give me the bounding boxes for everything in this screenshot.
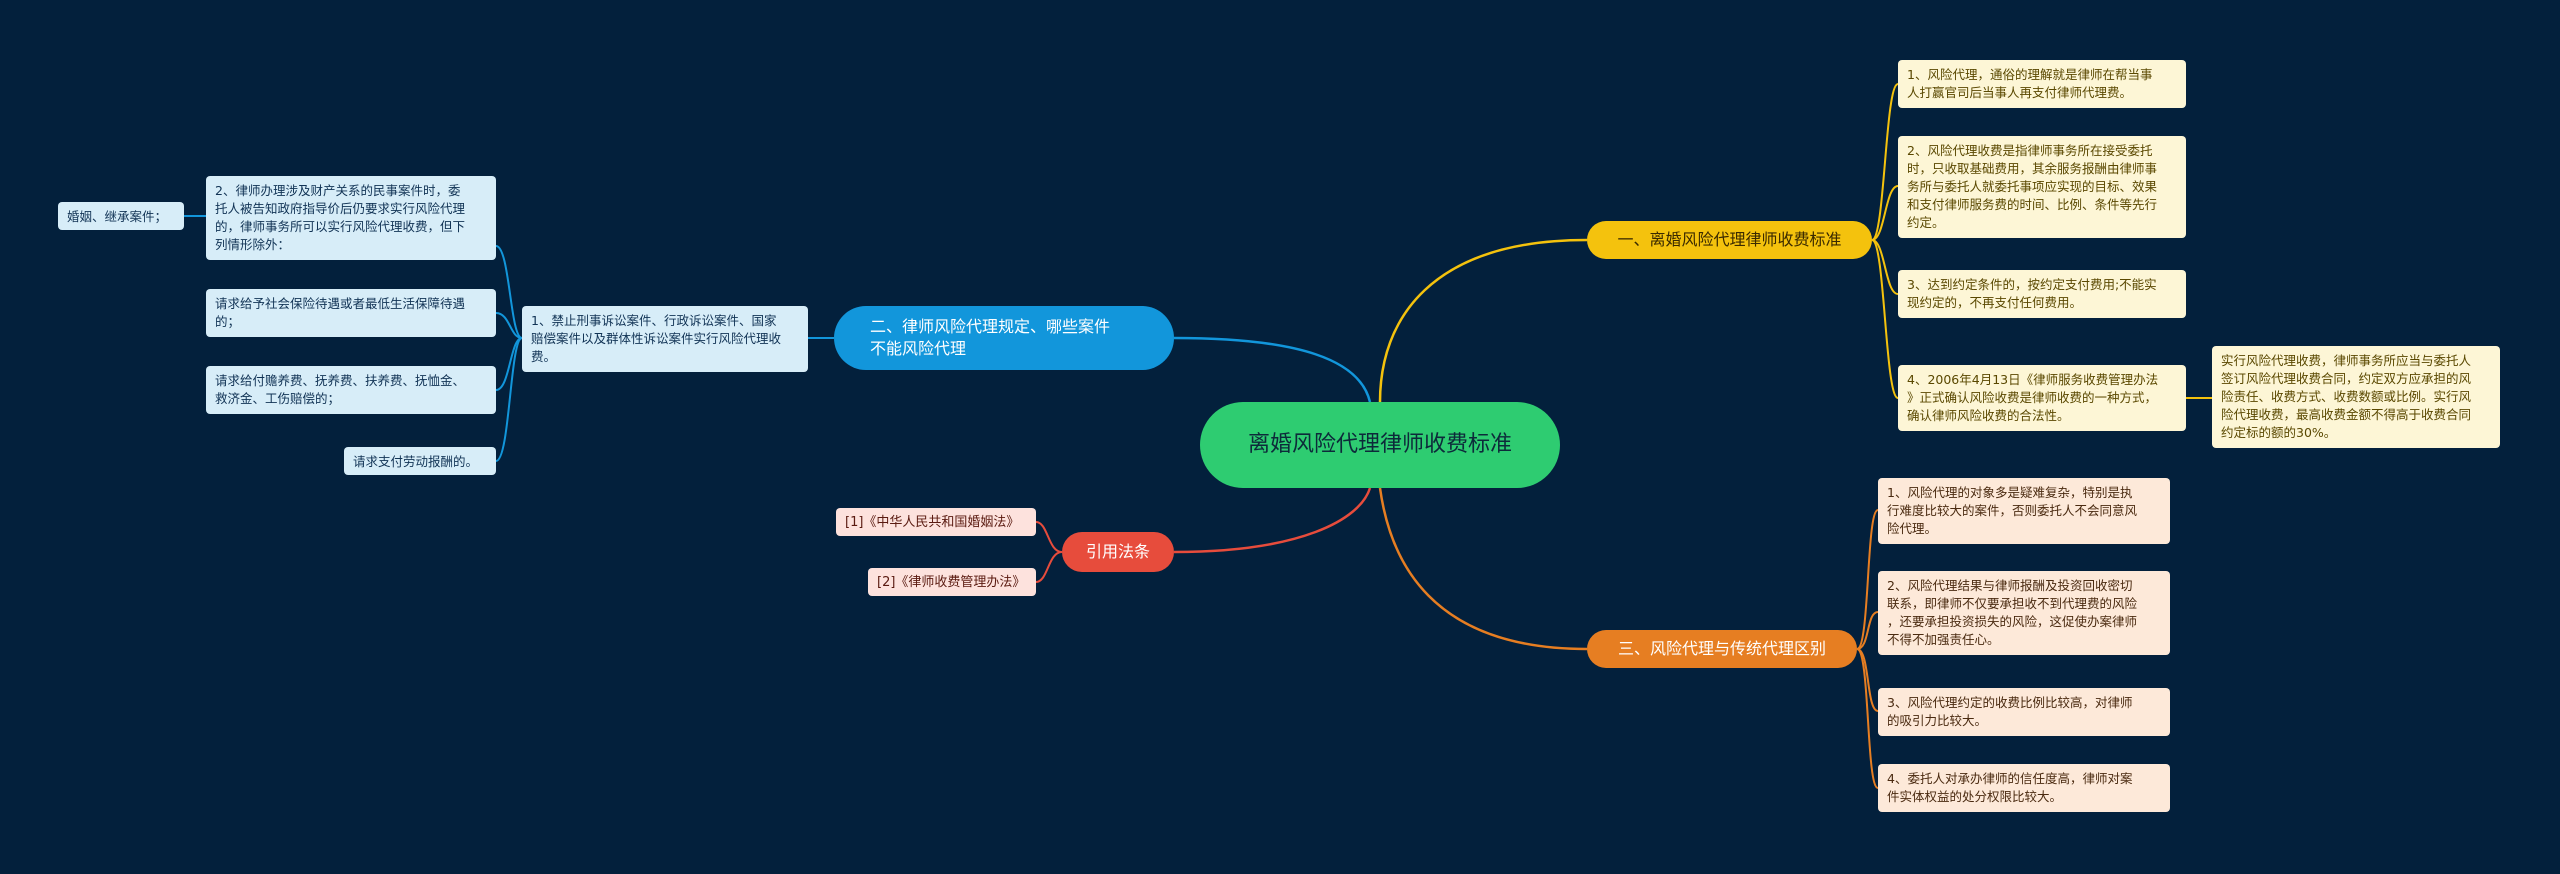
fee-standard-item-4[interactable]: 4、2006年4月13日《律师服务收费管理办法 》正式确认风险收费是律师收费的一…: [1898, 365, 2186, 431]
rules-item-5[interactable]: 请求支付劳动报酬的。: [344, 447, 496, 475]
link-b3-to-leaf1: [1856, 509, 1879, 650]
difference-item-4[interactable]: 4、委托人对承办律师的信任度高，律师对案 件实体权益的处分权限比较大。: [1878, 764, 2170, 812]
link-root-branch4: [1173, 487, 1372, 554]
link-b4-leaf1: [1035, 521, 1063, 553]
link-root-branch1: [1378, 238, 1588, 403]
link-b1-leaf2: [1871, 185, 1899, 241]
link-b3-to-leaf2: [1856, 611, 1879, 650]
fee-standard-item-3[interactable]: 3、达到约定条件的，按约定支付费用;不能实 现约定的，不再支付任何费用。: [1898, 270, 2186, 318]
link-b3-to-leaf3: [1856, 648, 1879, 712]
link-b4-leaf2: [1035, 551, 1063, 583]
link-b3-to-leaf4: [1856, 648, 1879, 789]
link-b1-leaf1: [1871, 83, 1899, 241]
link-b3-a: [1587, 510, 1878, 649]
branch-fee-standard[interactable]: 一、离婚风险代理律师收费标准: [1587, 221, 1872, 259]
link-root-branch2: [1173, 336, 1372, 403]
difference-item-3[interactable]: 3、风险代理约定的收费比例比较高，对律师 的吸引力比较大。: [1878, 688, 2170, 736]
difference-item-2[interactable]: 2、风险代理结果与律师报酬及投资回收密切 联系，即律师不仅要承担收不到代理费的风…: [1878, 571, 2170, 655]
link-b3-leaf1: [1587, 510, 1872, 649]
link-root-branch3: [1378, 487, 1588, 651]
rules-item-4[interactable]: 请求给付赡养费、抚养费、扶养费、抚恤金、 救济金、工伤赔偿的；: [206, 366, 496, 414]
branch-difference[interactable]: 三、风险代理与传统代理区别: [1587, 630, 1857, 668]
rules-item-2-exception[interactable]: 婚姻、继承案件；: [58, 202, 184, 230]
fee-standard-item-1[interactable]: 1、风险代理，通俗的理解就是律师在帮当事 人打赢官司后当事人再支付律师代理费。: [1898, 60, 2186, 108]
cited-law-2[interactable]: [2]《律师收费管理办法》: [868, 568, 1036, 596]
link-b1-leaf4: [1871, 239, 1899, 399]
fee-standard-item-4-detail[interactable]: 实行风险代理收费，律师事务所应当与委托人 签订风险代理收费合同，约定双方应承担的…: [2212, 346, 2500, 448]
fee-standard-item-2[interactable]: 2、风险代理收费是指律师事务所在接受委托 时，只收取基础费用，其余服务报酬由律师…: [1898, 136, 2186, 238]
link-b1-leaf3: [1871, 239, 1899, 295]
branch-cited-laws[interactable]: 引用法条: [1062, 532, 1174, 572]
link-b2-group: [495, 245, 523, 339]
rules-item-3[interactable]: 请求给予社会保险待遇或者最低生活保障待遇 的；: [206, 289, 496, 337]
cited-law-1[interactable]: [1]《中华人民共和国婚姻法》: [836, 508, 1036, 536]
root-topic[interactable]: 离婚风险代理律师收费标准: [1200, 402, 1560, 488]
link-b2-item3: [495, 312, 523, 339]
branch-risk-agency-rules[interactable]: 二、律师风险代理规定、哪些案件 不能风险代理: [834, 306, 1174, 370]
link-b2-item5: [495, 337, 523, 462]
difference-item-1[interactable]: 1、风险代理的对象多是疑难复杂，特别是执 行难度比较大的案件，否则委托人不会同意…: [1878, 478, 2170, 544]
rules-item-1[interactable]: 1、禁止刑事诉讼案件、行政诉讼案件、国家 赔偿案件以及群体性诉讼案件实行风险代理…: [522, 306, 808, 372]
rules-item-2[interactable]: 2、律师办理涉及财产关系的民事案件时，委 托人被告知政府指导价后仍要求实行风险代…: [206, 176, 496, 260]
